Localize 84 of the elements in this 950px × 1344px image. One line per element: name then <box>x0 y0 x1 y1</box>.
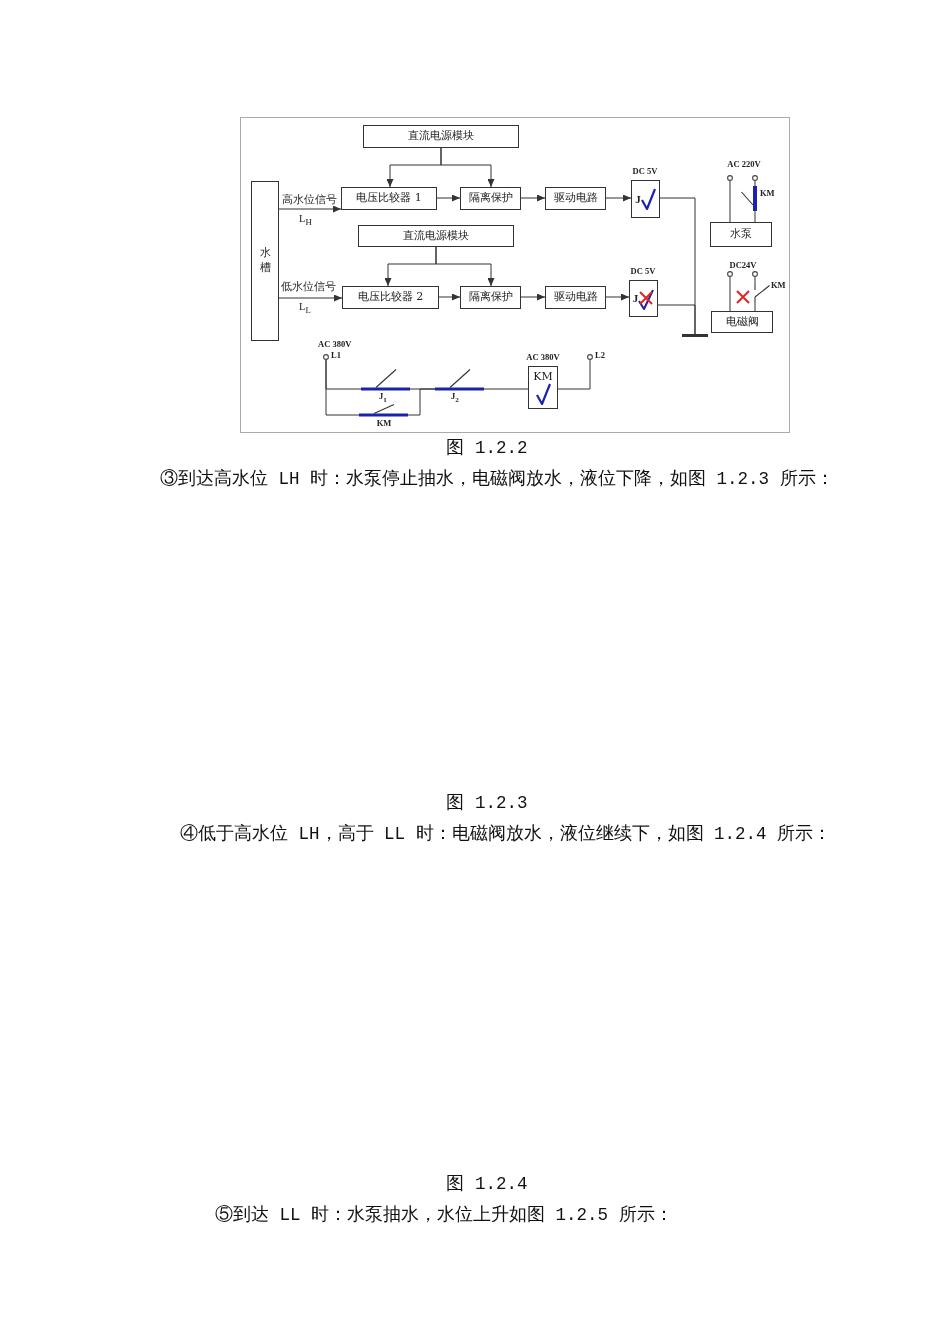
module-label: 直流电源模块 <box>403 229 469 243</box>
wire <box>754 180 756 187</box>
contact-label: KM <box>760 189 775 199</box>
contact-label: KM <box>771 281 786 291</box>
comparator-box <box>342 286 439 309</box>
figure-caption: 图 1.2.3 <box>446 793 528 814</box>
arrow <box>438 293 461 301</box>
valve-box <box>711 311 773 333</box>
wire <box>754 210 756 223</box>
terminal-icon <box>727 175 733 181</box>
edge-label: 低水位信号 <box>281 281 336 293</box>
comparator-box <box>341 187 437 210</box>
wire <box>657 304 696 335</box>
pump-label: 水泵 <box>730 228 752 241</box>
contact-label: J$_{2}$ <box>451 392 459 405</box>
signal-label: L$_{H}$ <box>299 213 312 228</box>
wire <box>754 276 756 286</box>
isolation-box <box>460 286 521 309</box>
arrow <box>520 194 546 202</box>
relay-box <box>629 280 658 317</box>
body-text: ④低于高水位 LH，高于 LL 时：电磁阀放水，液位继续下，如图 1.2.4 所示： <box>180 824 832 845</box>
voltage-label: AC 380V <box>318 340 352 350</box>
coil-label: KM <box>533 371 553 384</box>
terminal-label: L1 <box>331 351 341 361</box>
switch-contact-icon <box>435 369 484 391</box>
pump-box <box>710 222 772 247</box>
voltage-label: AC 380V <box>526 353 560 363</box>
terminal-icon <box>752 271 758 277</box>
voltage-label: DC 5V <box>630 267 656 277</box>
voltage-label: DC24V <box>729 261 757 271</box>
driver-box <box>545 187 606 210</box>
wire <box>483 388 529 390</box>
valve-label: 电磁阀 <box>725 315 759 329</box>
wire <box>754 301 756 312</box>
figure-caption: 图 1.2.2 <box>446 438 528 459</box>
figure-caption: 图 1.2.4 <box>446 1174 528 1195</box>
edge-label: 高水位信号 <box>282 194 337 206</box>
wire <box>557 359 591 390</box>
switch-contact-icon <box>741 186 758 211</box>
comparator-label: 电压比较器 2 <box>357 291 424 304</box>
tank-box <box>251 181 279 341</box>
arrow <box>436 194 461 202</box>
driver-label: 驱动电路 <box>553 192 598 205</box>
arrow <box>435 246 495 287</box>
signal-label: L$_{L}$ <box>299 301 311 316</box>
wire <box>729 276 731 312</box>
module-box <box>358 225 514 247</box>
relay-label: J <box>632 292 639 305</box>
wire <box>325 359 360 416</box>
body-text: ③到达高水位 LH 时：水泵停止抽水，电磁阀放水，液位下降，如图 1.2.3 所示： <box>160 469 834 490</box>
comparator-label: 电压比较器 1 <box>356 192 422 205</box>
terminal-icon <box>323 354 329 360</box>
terminal-icon <box>587 354 593 360</box>
relay-box <box>631 180 660 218</box>
switch-contact-icon <box>359 404 408 417</box>
voltage-label: DC 5V <box>632 167 658 177</box>
arrow <box>605 194 632 202</box>
driver-box <box>545 286 606 309</box>
body-text: ⑤到达 LL 时：水泵抽水，水位上升如图 1.2.5 所示： <box>215 1205 673 1226</box>
arrow <box>605 293 630 301</box>
terminal-label: L2 <box>595 351 605 361</box>
module-box <box>363 125 519 148</box>
switch-contact-icon <box>752 285 770 302</box>
wire <box>407 388 436 416</box>
driver-label: 驱动电路 <box>553 291 598 304</box>
tank-label: 水槽 <box>258 246 272 276</box>
terminal-icon <box>727 271 733 277</box>
wire <box>729 180 731 223</box>
isolation-label: 隔离保护 <box>468 192 513 205</box>
arrow <box>278 294 343 302</box>
contact-label: J$_{1}$ <box>379 392 387 405</box>
switch-contact-icon <box>361 369 410 391</box>
arrow <box>278 205 342 213</box>
contact-label: KM <box>376 419 392 429</box>
module-label: 直流电源模块 <box>408 130 474 143</box>
relay-label: J <box>635 192 641 206</box>
coil-box <box>528 366 558 409</box>
voltage-label: AC 220V <box>727 160 761 170</box>
isolation-box <box>460 187 521 210</box>
arrow <box>520 293 546 301</box>
terminal-icon <box>752 175 758 181</box>
isolation-label: 隔离保护 <box>468 291 513 304</box>
arrow <box>440 147 495 188</box>
ground-icon <box>682 334 708 337</box>
